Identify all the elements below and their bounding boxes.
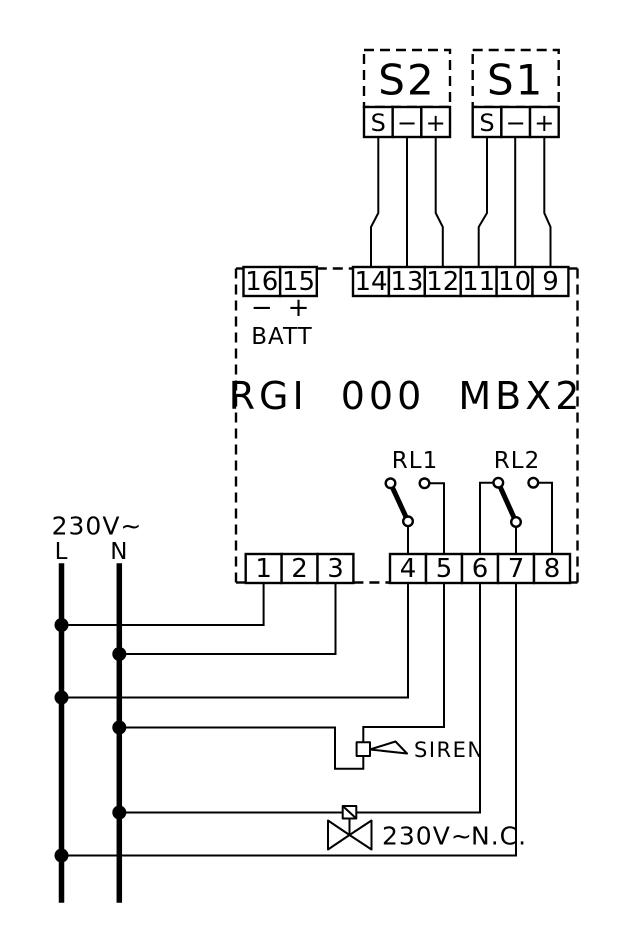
junction-dot-l1	[54, 618, 69, 632]
bottom-terminal-strip-right: 4 5 6 7 8	[388, 552, 572, 585]
rl2-contact-common	[510, 516, 523, 529]
terminal-label-5: 5	[436, 554, 453, 584]
junction-dot-l2	[54, 690, 69, 705]
battery-plus-sign: +	[288, 293, 310, 323]
terminal-label-2: 2	[291, 554, 308, 584]
sensor-s1: S1 S − +	[471, 48, 560, 139]
terminal-label-8: 8	[544, 554, 561, 584]
terminal-cell-11	[459, 265, 498, 298]
terminal-label-16: 16	[245, 267, 278, 297]
rl2-contact-left	[492, 476, 505, 489]
terminal-label-15: 15	[282, 267, 315, 297]
sensor-s1-terminal-plus: +	[534, 109, 554, 137]
siren-horn-icon	[369, 740, 408, 755]
terminal-label-10: 10	[498, 267, 531, 297]
terminal-label-7: 7	[508, 554, 525, 584]
sensor-s2-terminal-minus: −	[397, 109, 417, 137]
rl1-switch-arm	[388, 480, 411, 524]
sensor-s1-label: S1	[487, 56, 544, 105]
wire-n-to-siren	[119, 726, 365, 770]
terminal-label-9: 9	[542, 267, 559, 297]
wire-terminal-5-to-siren	[362, 583, 445, 743]
terminal-label-14: 14	[354, 267, 387, 297]
device-title: RGI 000 MBX2	[229, 374, 584, 418]
terminal-cell-2	[280, 552, 319, 585]
valve-left-triangle-icon	[327, 819, 351, 851]
sensor-s2-terminal-s: S	[371, 109, 386, 137]
rl1-contact-left	[384, 477, 397, 490]
top-terminal-strip: 14 13 12 11 10 9	[351, 265, 570, 298]
terminal-label-13: 13	[390, 267, 423, 297]
sensor-s1-terminal-s: S	[479, 109, 494, 137]
wire-n-to-terminal-3	[119, 583, 337, 655]
neutral-label: N	[110, 539, 128, 565]
sensor-wires	[370, 137, 552, 267]
siren-body-icon	[355, 741, 372, 757]
relay-rl2: RL2	[479, 448, 553, 554]
junction-dot-n3	[112, 805, 127, 820]
valve-right-triangle-icon	[348, 819, 373, 851]
valve-contact-label: N.C.	[471, 822, 527, 851]
relay-rl1-label: RL1	[392, 448, 438, 474]
terminal-cell-1	[244, 552, 283, 585]
rl2-nc-contact-wire	[479, 481, 499, 554]
wire-s2-s-to-14	[370, 137, 380, 267]
gas-valve: 230V~ N.C.	[327, 805, 527, 851]
relay-rl1: RL1	[384, 448, 445, 554]
terminal-label-6: 6	[472, 554, 489, 584]
rl2-no-contact-wire	[533, 481, 553, 554]
siren-label: SIREN	[414, 738, 485, 762]
sensor-s1-terminal-minus: −	[506, 109, 526, 137]
terminal-label-1: 1	[255, 554, 272, 584]
rl1-contact-common	[402, 515, 415, 528]
wire-s1-s-to-11	[477, 137, 488, 267]
rl2-switch-arm	[495, 480, 519, 525]
sensor-s2-cell-s	[362, 105, 394, 139]
junction-dot-n1	[112, 647, 127, 661]
rl2-contact-right	[527, 476, 540, 489]
mains-voltage-label: 230V~	[52, 512, 143, 541]
rl1-no-contact-wire	[424, 482, 445, 554]
line-label: L	[55, 539, 69, 565]
valve-voltage-label: 230V~	[382, 822, 473, 851]
sensor-s2-label: S2	[378, 56, 435, 105]
rl1-contact-right	[418, 477, 431, 490]
terminal-label-11: 11	[462, 267, 495, 297]
terminal-cell-16	[242, 265, 282, 298]
junction-dot-l3	[54, 848, 69, 863]
terminal-cell-8	[532, 552, 572, 585]
wire-s1-plus-to-9	[543, 137, 552, 267]
terminal-cell-3	[316, 552, 355, 585]
terminal-cell-14	[351, 265, 391, 298]
terminal-cell-15	[278, 265, 318, 298]
bottom-terminal-strip-left: 1 2 3	[244, 552, 355, 585]
mains-supply: 230V~ L N	[52, 512, 143, 903]
battery-terminals: 16 15 − + BATT	[242, 265, 318, 350]
valve-coil-diagonal	[342, 805, 357, 820]
battery-minus-sign: −	[251, 293, 273, 323]
terminal-label-3: 3	[327, 554, 344, 584]
siren: SIREN	[355, 738, 485, 762]
wire-l-to-terminal-4	[61, 583, 409, 699]
sensor-s2: S2 S − +	[362, 48, 452, 139]
terminal-cell-9	[531, 265, 570, 298]
wire-l-to-terminal-1	[61, 583, 265, 626]
junction-dot-n2	[112, 720, 127, 735]
sensor-s2-cell-minus	[391, 105, 423, 139]
battery-label: BATT	[251, 324, 312, 350]
terminal-cell-12	[423, 265, 462, 298]
sensor-s2-terminal-plus: +	[426, 109, 446, 137]
relay-rl2-label: RL2	[494, 448, 540, 474]
control-unit-outline	[234, 267, 579, 584]
sensor-s1-cell-plus	[528, 105, 560, 139]
field-wiring	[61, 583, 517, 857]
sensor-s2-cell-plus	[420, 105, 452, 139]
terminal-cell-13	[387, 265, 426, 298]
terminal-label-4: 4	[400, 554, 417, 584]
wire-s2-plus-to-12	[434, 137, 444, 267]
terminal-label-12: 12	[426, 267, 459, 297]
wire-terminal-7-to-l	[61, 583, 517, 857]
wire-valve-coil-to-terminal-6	[356, 583, 481, 814]
